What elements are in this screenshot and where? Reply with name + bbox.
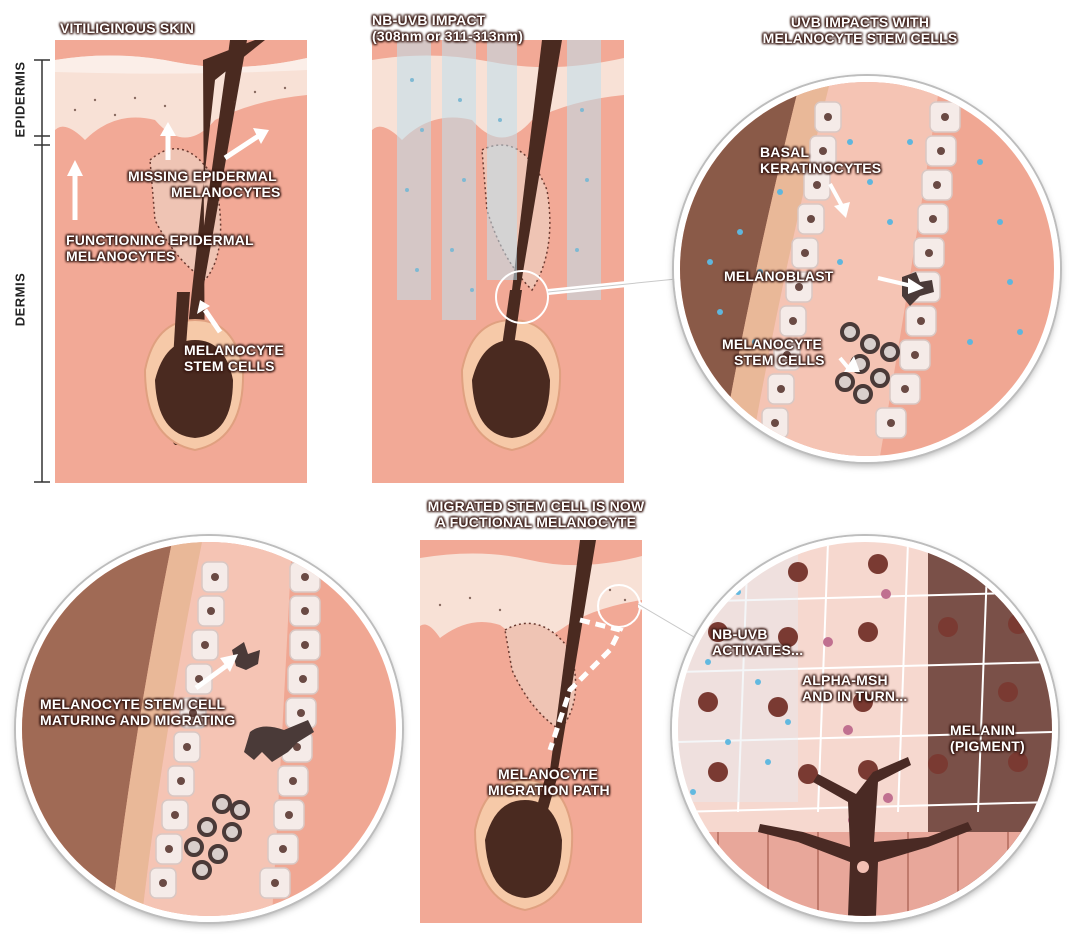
arrow-up-icon bbox=[160, 122, 176, 136]
dermis-axis-label: DERMIS bbox=[12, 267, 28, 332]
panel3-arrows bbox=[828, 183, 924, 372]
uvb-skin-cross-section bbox=[372, 40, 624, 483]
epidermis-axis-label: EPIDERMIS bbox=[12, 61, 28, 138]
migration-cells-zoom bbox=[22, 542, 396, 916]
arrow-up-right-icon bbox=[220, 654, 238, 672]
migrating-melanocyte bbox=[244, 720, 314, 762]
vitiliginous-skin-panel bbox=[55, 40, 307, 483]
zoom-highlight-circle bbox=[495, 270, 549, 324]
functional-melanocyte bbox=[758, 757, 972, 916]
melanin-label: MELANIN(PIGMENT) bbox=[950, 722, 1025, 754]
functional-melanocyte-panel bbox=[420, 540, 642, 923]
repigmented-skin-section bbox=[420, 540, 642, 923]
arrow-up-right-icon bbox=[253, 128, 269, 144]
maturing-cell bbox=[232, 642, 260, 670]
arrow-down-icon bbox=[834, 202, 850, 218]
follicle-cells-zoom bbox=[680, 82, 1054, 456]
arrow-down-right-icon bbox=[844, 356, 860, 372]
uvb-stem-cells-zoom bbox=[674, 76, 1060, 462]
arrow-up-icon bbox=[67, 160, 83, 176]
skin-cross-section bbox=[55, 40, 307, 483]
melanoblast-label: MELANOBLAST bbox=[724, 268, 834, 284]
panel2-title: NB-UVB IMPACT(308nm or 311-313nm) bbox=[372, 12, 524, 44]
panel4-arrow bbox=[194, 654, 238, 691]
layer-axis bbox=[34, 59, 50, 483]
panel1-title: VITILIGINOUS SKIN bbox=[60, 20, 195, 36]
zoom-connector-line bbox=[548, 275, 687, 295]
panel1-arrows bbox=[67, 122, 269, 334]
nbuvb-impact-panel bbox=[372, 40, 624, 483]
maturing-migrating-zoom bbox=[16, 536, 402, 922]
arrow-up-left-icon bbox=[197, 300, 210, 314]
arrow-right-icon bbox=[908, 278, 924, 294]
